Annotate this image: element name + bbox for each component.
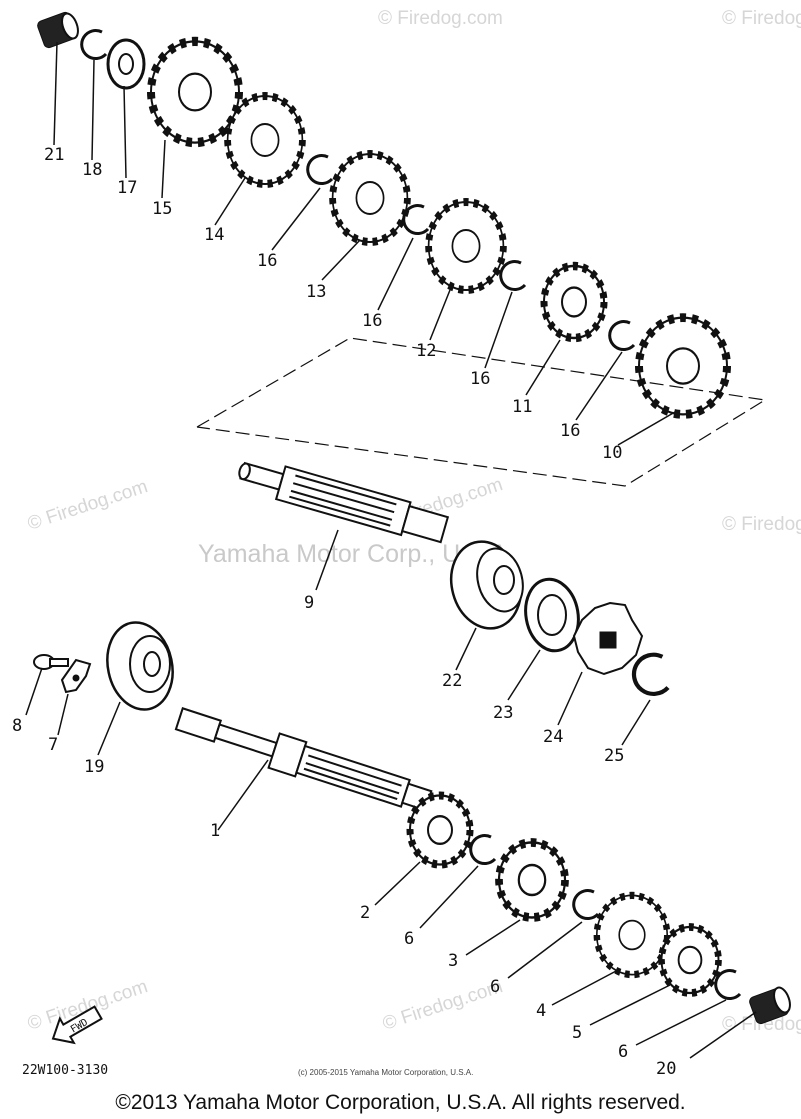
- leader-5: [589, 984, 671, 1026]
- label-4: 4: [536, 1001, 546, 1021]
- part-6a-circlip: [469, 834, 497, 866]
- small-copyright: (c) 2005-2015 Yamaha Motor Corporation, …: [298, 1068, 473, 1077]
- assembly-boundary-box: [196, 337, 767, 487]
- part-20-bearing: [749, 986, 791, 1025]
- leader-lines-top: [53, 41, 676, 446]
- watermark-top-center: © Firedog.com: [378, 8, 503, 29]
- label-6c: 6: [618, 1042, 628, 1062]
- label-11: 11: [512, 397, 532, 417]
- leader-8: [25, 667, 43, 716]
- footer-copyright: ©2013 Yamaha Motor Corporation, U.S.A. A…: [115, 1091, 686, 1114]
- leader-9: [315, 529, 339, 591]
- label-15: 15: [152, 199, 172, 219]
- part-8-bolt: [33, 654, 69, 670]
- part-6c-circlip: [714, 969, 742, 1001]
- leader-20: [689, 1011, 757, 1059]
- part-5-gear: [662, 927, 719, 993]
- leader-3: [465, 919, 521, 956]
- part-7-plate: [60, 658, 92, 694]
- leader-19: [97, 701, 121, 756]
- label-16b: 16: [362, 311, 382, 331]
- label-10: 10: [602, 443, 622, 463]
- label-20: 20: [656, 1059, 676, 1079]
- part-25-circlip: [634, 655, 668, 694]
- leader-6a: [419, 865, 479, 929]
- label-12: 12: [416, 341, 436, 361]
- label-9: 9: [304, 593, 314, 613]
- label-19: 19: [84, 757, 104, 777]
- part-9-axle: [238, 461, 450, 544]
- label-1: 1: [210, 821, 220, 841]
- part-17-washer: [106, 38, 146, 90]
- label-23: 23: [493, 703, 513, 723]
- leader-7: [57, 693, 69, 736]
- part-24-sprocket: [572, 601, 644, 676]
- watermark-bottom-middle: © Firedog.com: [380, 976, 505, 1035]
- watermark-left: © Firedog.com: [25, 476, 150, 535]
- part-16d-circlip: [608, 320, 636, 352]
- label-18: 18: [82, 160, 102, 180]
- label-16a: 16: [257, 251, 277, 271]
- part-2-gear: [410, 796, 470, 865]
- fwd-arrow-icon: FWD: [51, 1005, 103, 1045]
- label-16c: 16: [470, 369, 490, 389]
- leader-2: [374, 861, 421, 906]
- leader-24: [557, 671, 583, 726]
- part-6b-circlip: [572, 889, 600, 921]
- watermark-top-right: © Firedog.com: [722, 8, 801, 29]
- part-19-bearing: [106, 621, 174, 711]
- leader-23: [507, 649, 541, 701]
- part-4-gear: [597, 895, 667, 974]
- part-23-seal: [524, 577, 580, 653]
- part-18-circlip: [80, 29, 108, 61]
- part-10-gear: [639, 318, 727, 415]
- leader-4: [551, 969, 619, 1006]
- transmission-exploded-diagram: © Firedog.com © Firedog.com © Firedog.co…: [12, 8, 801, 1079]
- watermark-bottom-right: © Firedog.com: [722, 1014, 801, 1035]
- part-1-shaft: [174, 707, 433, 812]
- label-3: 3: [448, 951, 458, 971]
- watermark-right: © Firedog.com: [722, 514, 801, 535]
- leader-6c: [635, 999, 727, 1046]
- label-22: 22: [442, 671, 462, 691]
- leader-22: [455, 627, 477, 671]
- part-16a-circlip: [306, 154, 334, 186]
- label-21: 21: [44, 145, 64, 165]
- label-2: 2: [360, 903, 370, 923]
- part-3-gear: [499, 843, 565, 918]
- part-13-gear: [333, 154, 408, 242]
- leader-1: [217, 759, 269, 831]
- leader-6b: [507, 921, 583, 979]
- part-12-gear: [429, 202, 504, 290]
- part-number-labels: 21 18 17 15 14 16 13 16 12 16 11 16 10 9…: [12, 145, 676, 1079]
- part-22-bearing: [449, 540, 524, 630]
- label-17: 17: [117, 178, 137, 198]
- label-6b: 6: [490, 977, 500, 997]
- part-11-gear: [544, 266, 604, 338]
- label-16d: 16: [560, 421, 580, 441]
- label-8: 8: [12, 716, 22, 736]
- diagram-code: 22W100-3130: [22, 1063, 108, 1078]
- leader-25: [621, 699, 651, 746]
- part-16b-circlip: [402, 204, 430, 236]
- part-21-bearing: [37, 11, 79, 49]
- label-25: 25: [604, 746, 624, 766]
- label-24: 24: [543, 727, 563, 747]
- part-16c-circlip: [499, 260, 527, 292]
- part-14-gear: [228, 96, 303, 184]
- label-7: 7: [48, 735, 58, 755]
- label-6a: 6: [404, 929, 414, 949]
- label-13: 13: [306, 282, 326, 302]
- label-14: 14: [204, 225, 224, 245]
- label-5: 5: [572, 1023, 582, 1043]
